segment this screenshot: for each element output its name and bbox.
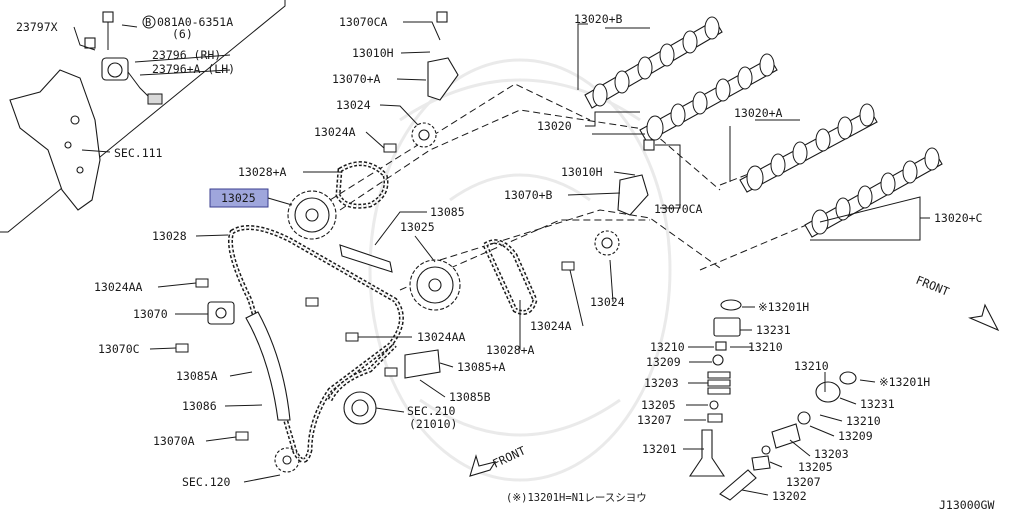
label-13231-2: 13231 bbox=[860, 397, 895, 411]
label-13210-2a: 13210 bbox=[794, 359, 829, 373]
label-sec120: SEC.120 bbox=[182, 475, 231, 489]
label-13024a-bottom: 13024A bbox=[530, 319, 572, 333]
label-13010h-mid: 13010H bbox=[561, 165, 603, 179]
label-13209-2: 13209 bbox=[838, 429, 873, 443]
label-13210-1a: 13210 bbox=[650, 340, 685, 354]
tensioner-13070b-plus bbox=[617, 139, 655, 216]
tensioner-13070a-plus bbox=[427, 11, 459, 101]
chain-guide-13085a bbox=[245, 311, 291, 421]
bolt-circle-b-icon bbox=[142, 15, 156, 29]
label-13210-1b: 13210 bbox=[748, 340, 783, 354]
label-13085: 13085 bbox=[430, 205, 465, 219]
label-13025-highlighted: 13025 bbox=[221, 191, 256, 205]
label-13205-2: 13205 bbox=[798, 460, 833, 474]
camshaft-position-sensor-part bbox=[84, 11, 163, 105]
label-13024aa-left: 13024AA bbox=[94, 280, 143, 294]
label-13070a-top: 13070+A bbox=[332, 72, 381, 86]
label-13070: 13070 bbox=[133, 307, 168, 321]
sprocket-13025-lower bbox=[409, 259, 461, 311]
label-front-right: FRONT bbox=[914, 273, 951, 299]
oil-pump-sec210 bbox=[343, 391, 377, 425]
label-13205-1: 13205 bbox=[641, 398, 676, 412]
chain-guide-13085 bbox=[339, 244, 393, 273]
label-13025: 13025 bbox=[400, 220, 435, 234]
label-13070b: 13070+B bbox=[504, 188, 553, 202]
label-13085a: 13085A bbox=[176, 369, 218, 383]
label-13201h-2: ※13201H bbox=[879, 375, 930, 389]
label-13028a-top: 13028+A bbox=[238, 165, 287, 179]
label-13024a-top: 13024A bbox=[314, 125, 356, 139]
drawing-id: J13000GW bbox=[939, 498, 994, 511]
watermark-emblem bbox=[368, 58, 672, 482]
label-13010h-top: 13010H bbox=[352, 46, 394, 60]
label-bolt-circle: B bbox=[145, 17, 151, 29]
valve-assembly-1 bbox=[688, 299, 742, 477]
label-13024aa-mid: 13024AA bbox=[417, 330, 466, 344]
label-13210-2b: 13210 bbox=[846, 414, 881, 428]
label-13201h-1: ※13201H bbox=[758, 300, 809, 314]
label-sec210-sub: (21010) bbox=[409, 417, 457, 431]
camshaft-13020-a bbox=[739, 103, 878, 193]
footnote: (※)13201H=N1レースシヨウ bbox=[506, 492, 647, 504]
label-front-bottom: FRONT bbox=[490, 443, 527, 470]
label-13070a-bottom: 13070A bbox=[153, 434, 195, 448]
label-13085b: 13085B bbox=[449, 390, 491, 404]
label-13202: 13202 bbox=[772, 489, 807, 503]
sprocket-13024-upper bbox=[411, 122, 437, 148]
label-13020: 13020 bbox=[537, 119, 572, 133]
label-13070c: 13070C bbox=[98, 342, 140, 356]
label-23796-rh: 23796 (RH) bbox=[152, 48, 221, 62]
label-bolt-qty: (6) bbox=[172, 27, 193, 41]
crank-sprocket-sec120 bbox=[274, 447, 300, 473]
label-13201-1: 13201 bbox=[642, 442, 677, 456]
label-13024-bottom: 13024 bbox=[590, 295, 625, 309]
camshaft-13020-c bbox=[804, 147, 943, 238]
label-bolt-ref: 081A0-6351A bbox=[157, 15, 233, 29]
part-labels: 23797X B 081A0-6351A (6) 23796 (RH) 2379… bbox=[16, 12, 994, 511]
front-arrow-right-icon bbox=[968, 303, 1000, 332]
tensioner-13070 bbox=[207, 301, 235, 325]
inset-frame bbox=[0, 0, 286, 233]
sprocket-13025-upper bbox=[287, 190, 337, 240]
label-13024-top: 13024 bbox=[336, 98, 371, 112]
label-13086: 13086 bbox=[182, 399, 217, 413]
label-23797x: 23797X bbox=[16, 20, 58, 34]
label-13231-1: 13231 bbox=[756, 323, 791, 337]
front-arrow-bottom-icon bbox=[469, 454, 497, 477]
label-13028: 13028 bbox=[152, 229, 187, 243]
label-13020a: 13020+A bbox=[734, 106, 783, 120]
front-cover-part bbox=[9, 69, 101, 211]
guide-13085a-plus bbox=[404, 349, 441, 379]
label-13070ca-top: 13070CA bbox=[339, 15, 388, 29]
leader-lines bbox=[73, 21, 930, 496]
camshaft-13020-b bbox=[584, 16, 723, 109]
label-13207-2: 13207 bbox=[786, 475, 821, 489]
label-13209-1: 13209 bbox=[646, 355, 681, 369]
timing-chains bbox=[227, 161, 538, 463]
label-13085a-plus: 13085+A bbox=[457, 360, 506, 374]
sprocket-13024-lower bbox=[594, 230, 620, 256]
label-13070ca-mid: 13070CA bbox=[654, 202, 703, 216]
camshaft-13020 bbox=[639, 53, 778, 143]
label-13207-1: 13207 bbox=[637, 413, 672, 427]
label-sec111: SEC.111 bbox=[114, 146, 163, 160]
label-13028a-bottom: 13028+A bbox=[486, 343, 535, 357]
label-sec210: SEC.210 bbox=[407, 404, 456, 418]
label-23796a-lh: 23796+A (LH) bbox=[152, 62, 235, 76]
label-13203-2: 13203 bbox=[814, 447, 849, 461]
label-13020b: 13020+B bbox=[574, 12, 623, 26]
label-13020c: 13020+C bbox=[934, 211, 983, 225]
label-13203-1: 13203 bbox=[644, 376, 679, 390]
